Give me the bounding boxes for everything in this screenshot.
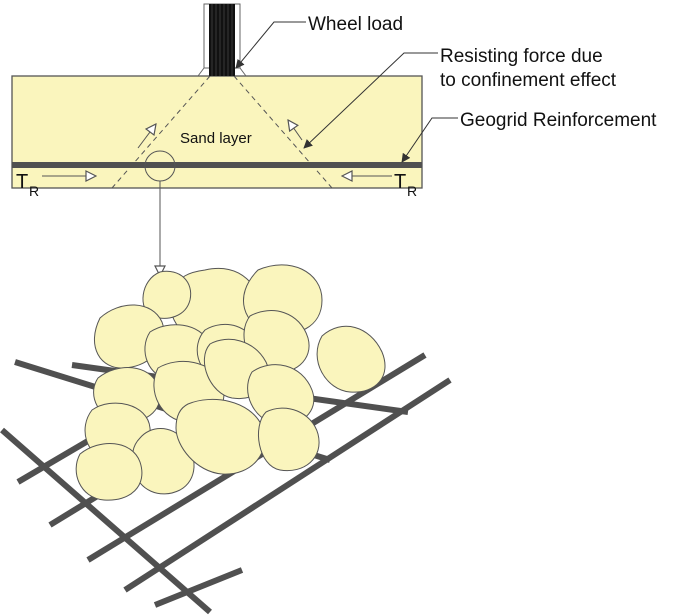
- tension-label-right: T R: [394, 171, 417, 199]
- resisting-force-arrows: [137, 120, 303, 149]
- resisting-force-label-line1: Resisting force due: [440, 46, 603, 67]
- sand-layer-body: [11, 75, 423, 189]
- tension-subscript-left: R: [29, 183, 39, 199]
- load-spread-lines: [111, 75, 333, 189]
- tension-symbol-left: T: [16, 171, 28, 193]
- leader-lines: [235, 21, 458, 163]
- tension-label-left: T R: [16, 171, 39, 199]
- aggregate-particles: [75, 264, 386, 501]
- zoom-callout: [144, 150, 176, 276]
- geogrid-reinforcement: [12, 162, 422, 168]
- sand-layer: [11, 75, 423, 189]
- geogrid-label: Geogrid Reinforcement: [460, 110, 657, 131]
- resisting-force-label-line2: to confinement effect: [440, 70, 617, 91]
- wheel-load-label: Wheel load: [308, 14, 403, 35]
- sand-layer-label: Sand layer: [180, 130, 252, 147]
- wheel: [197, 3, 247, 77]
- tension-symbol-right: T: [394, 171, 406, 193]
- tension-subscript-right: R: [407, 183, 417, 199]
